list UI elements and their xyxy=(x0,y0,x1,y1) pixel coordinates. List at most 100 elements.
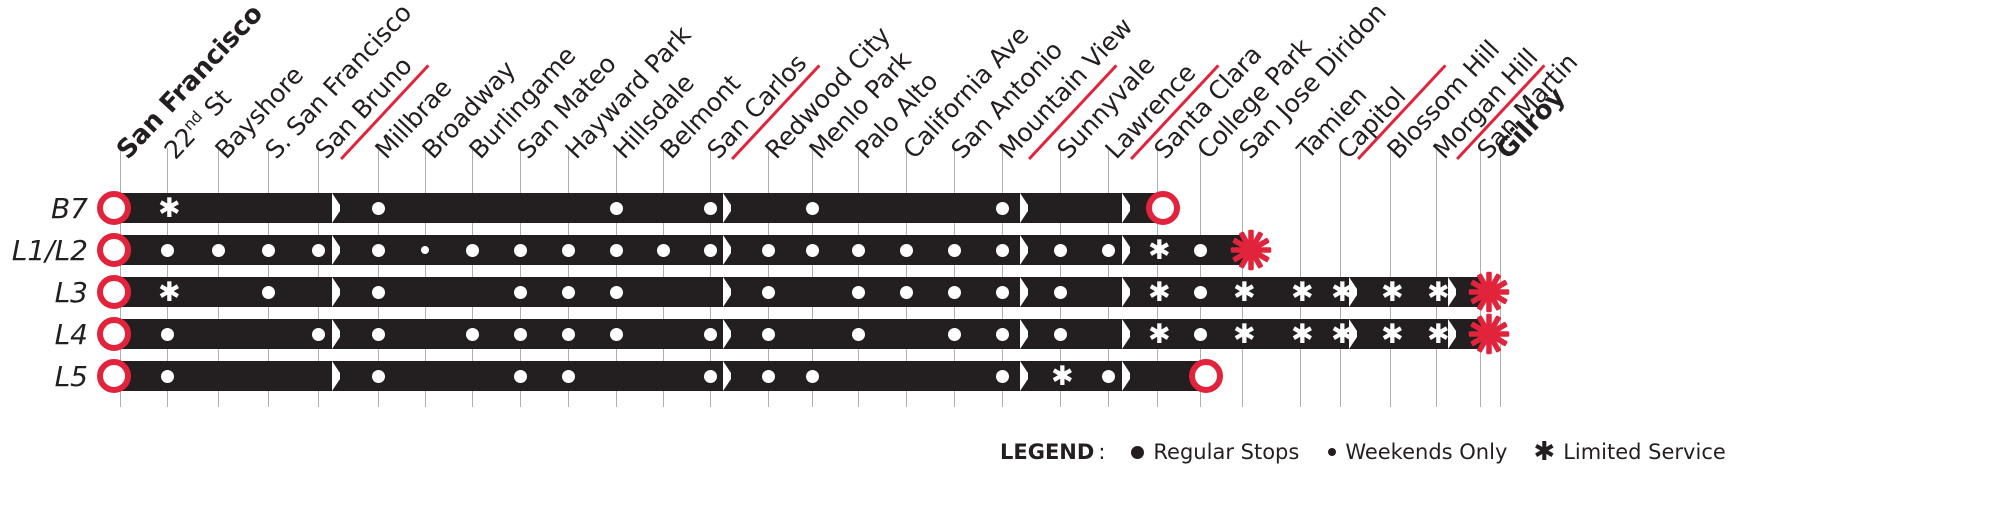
stop-marker-L1L2-palo-alto[interactable] xyxy=(851,243,865,257)
legend-item-regular-stops: Regular Stops xyxy=(1131,440,1299,464)
terminus-start-L4[interactable] xyxy=(97,317,131,351)
stop-marker-L3-capitol[interactable]: ✱ xyxy=(1331,277,1354,308)
stop-marker-L1L2-mountain-view[interactable] xyxy=(995,243,1009,257)
stop-marker-B7-mountain-view[interactable] xyxy=(995,201,1009,215)
stop-marker-B7-millbrae[interactable] xyxy=(371,201,385,215)
stop-marker-L3-san-jose-diridon[interactable]: ✱ xyxy=(1233,277,1256,308)
stop-marker-L5-lawrence[interactable] xyxy=(1101,369,1115,383)
stop-marker-L1L2-belmont[interactable] xyxy=(656,243,670,257)
stop-marker-L3-college-park[interactable] xyxy=(1193,285,1207,299)
zone-notch-L4-6 xyxy=(1448,319,1466,349)
stop-marker-L4-22nd-st[interactable] xyxy=(160,327,174,341)
route-label-B7: B7 xyxy=(50,192,88,225)
stop-marker-L5-mountain-view[interactable] xyxy=(995,369,1009,383)
route-bar-L3[interactable] xyxy=(117,277,1483,307)
stop-marker-L1L2-california-ave[interactable] xyxy=(899,243,913,257)
route-label-L1L2: L1/L2 xyxy=(11,234,88,267)
stop-marker-L1L2-sunnyvale[interactable] xyxy=(1053,243,1067,257)
terminus-end-L4[interactable] xyxy=(1466,311,1512,357)
terminus-end-L5[interactable] xyxy=(1189,359,1223,393)
stop-marker-L1L2-s-san-francisco[interactable] xyxy=(261,243,275,257)
stop-marker-L4-san-bruno[interactable] xyxy=(311,327,325,341)
route-bar-B7[interactable] xyxy=(117,193,1160,223)
stop-marker-L3-san-antonio[interactable] xyxy=(947,285,961,299)
stop-marker-L3-santa-clara[interactable]: ✱ xyxy=(1148,277,1171,308)
stop-marker-L3-blossom-hill[interactable]: ✱ xyxy=(1381,277,1404,308)
terminus-start-B7[interactable] xyxy=(97,191,131,225)
stop-marker-L1L2-san-mateo[interactable] xyxy=(513,243,527,257)
terminus-start-L5[interactable] xyxy=(97,359,131,393)
stop-marker-L4-millbrae[interactable] xyxy=(371,327,385,341)
stop-marker-L4-burlingame[interactable] xyxy=(465,327,479,341)
stop-marker-L1L2-bayshore[interactable] xyxy=(211,243,225,257)
stop-marker-L4-blossom-hill[interactable]: ✱ xyxy=(1381,319,1404,350)
stop-marker-L5-millbrae[interactable] xyxy=(371,369,385,383)
zone-notch-L3-1 xyxy=(332,277,350,307)
route-bar-L1L2[interactable] xyxy=(117,235,1245,265)
stop-marker-L4-palo-alto[interactable] xyxy=(851,327,865,341)
stop-marker-L3-hayward-park[interactable] xyxy=(561,285,575,299)
stop-marker-L4-san-carlos[interactable] xyxy=(703,327,717,341)
stop-marker-L1L2-hillsdale[interactable] xyxy=(609,243,623,257)
stop-marker-L3-mountain-view[interactable] xyxy=(995,285,1009,299)
stop-marker-L4-sunnyvale[interactable] xyxy=(1053,327,1067,341)
stop-marker-L3-hillsdale[interactable] xyxy=(609,285,623,299)
stop-marker-L5-redwood-city[interactable] xyxy=(761,369,775,383)
stop-marker-L1L2-redwood-city[interactable] xyxy=(761,243,775,257)
terminus-end-L3[interactable] xyxy=(1466,269,1512,315)
stop-marker-L4-san-jose-diridon[interactable]: ✱ xyxy=(1233,319,1256,350)
terminus-end-L1L2[interactable] xyxy=(1228,227,1274,273)
stop-marker-L4-college-park[interactable] xyxy=(1193,327,1207,341)
stop-marker-L3-sunnyvale[interactable] xyxy=(1053,285,1067,299)
stop-marker-L4-mountain-view[interactable] xyxy=(995,327,1009,341)
stop-marker-L4-santa-clara[interactable]: ✱ xyxy=(1148,319,1171,350)
stop-marker-L1L2-millbrae[interactable] xyxy=(371,243,385,257)
stop-marker-L4-capitol[interactable]: ✱ xyxy=(1331,319,1354,350)
stop-marker-L3-redwood-city[interactable] xyxy=(761,285,775,299)
stop-marker-L1L2-san-carlos[interactable] xyxy=(703,243,717,257)
stop-marker-B7-22nd-st[interactable]: ✱ xyxy=(158,193,181,224)
zone-notch-L3-2 xyxy=(723,277,741,307)
stop-marker-L5-hayward-park[interactable] xyxy=(561,369,575,383)
stop-marker-L1L2-college-park[interactable] xyxy=(1193,243,1207,257)
stop-marker-L1L2-22nd-st[interactable] xyxy=(160,243,174,257)
stop-marker-L3-millbrae[interactable] xyxy=(371,285,385,299)
stop-marker-L1L2-santa-clara[interactable]: ✱ xyxy=(1148,235,1171,266)
stop-marker-L4-morgan-hill[interactable]: ✱ xyxy=(1427,319,1450,350)
stop-marker-L3-san-mateo[interactable] xyxy=(513,285,527,299)
stop-marker-L5-menlo-park[interactable] xyxy=(805,369,819,383)
stop-marker-L1L2-hayward-park[interactable] xyxy=(561,243,575,257)
terminus-start-L1L2[interactable] xyxy=(97,233,131,267)
stop-marker-L1L2-menlo-park[interactable] xyxy=(805,243,819,257)
stop-marker-B7-san-carlos[interactable] xyxy=(703,201,717,215)
stop-marker-L3-22nd-st[interactable]: ✱ xyxy=(158,277,181,308)
stop-marker-B7-hillsdale[interactable] xyxy=(609,201,623,215)
stop-marker-L4-redwood-city[interactable] xyxy=(761,327,775,341)
stop-marker-L1L2-broadway[interactable] xyxy=(421,246,429,254)
route-label-L4: L4 xyxy=(54,318,88,351)
stop-marker-L4-san-mateo[interactable] xyxy=(513,327,527,341)
stop-marker-L4-hillsdale[interactable] xyxy=(609,327,623,341)
stop-marker-L5-san-mateo[interactable] xyxy=(513,369,527,383)
stop-marker-L3-palo-alto[interactable] xyxy=(851,285,865,299)
stop-marker-L1L2-lawrence[interactable] xyxy=(1101,243,1115,257)
stop-marker-L4-tamien[interactable]: ✱ xyxy=(1291,319,1314,350)
stop-marker-L4-san-antonio[interactable] xyxy=(947,327,961,341)
stop-marker-L3-tamien[interactable]: ✱ xyxy=(1291,277,1314,308)
stop-marker-L5-san-carlos[interactable] xyxy=(703,369,717,383)
stop-marker-L1L2-san-antonio[interactable] xyxy=(947,243,961,257)
terminus-end-B7[interactable] xyxy=(1146,191,1180,225)
stop-marker-L3-california-ave[interactable] xyxy=(899,285,913,299)
stop-marker-L4-hayward-park[interactable] xyxy=(561,327,575,341)
stop-marker-L5-sunnyvale[interactable]: ✱ xyxy=(1051,361,1074,392)
stop-marker-L1L2-burlingame[interactable] xyxy=(465,243,479,257)
stop-marker-B7-menlo-park[interactable] xyxy=(805,201,819,215)
stop-marker-L3-morgan-hill[interactable]: ✱ xyxy=(1427,277,1450,308)
route-bar-L5[interactable] xyxy=(117,361,1203,391)
terminus-start-L3[interactable] xyxy=(97,275,131,309)
stop-marker-L5-22nd-st[interactable] xyxy=(160,369,174,383)
stop-marker-L3-s-san-francisco[interactable] xyxy=(261,285,275,299)
legend-label-regular-stops: Regular Stops xyxy=(1153,440,1300,464)
legend-item-weekends-only: Weekends Only xyxy=(1325,440,1507,464)
stop-marker-L1L2-san-bruno[interactable] xyxy=(311,243,325,257)
